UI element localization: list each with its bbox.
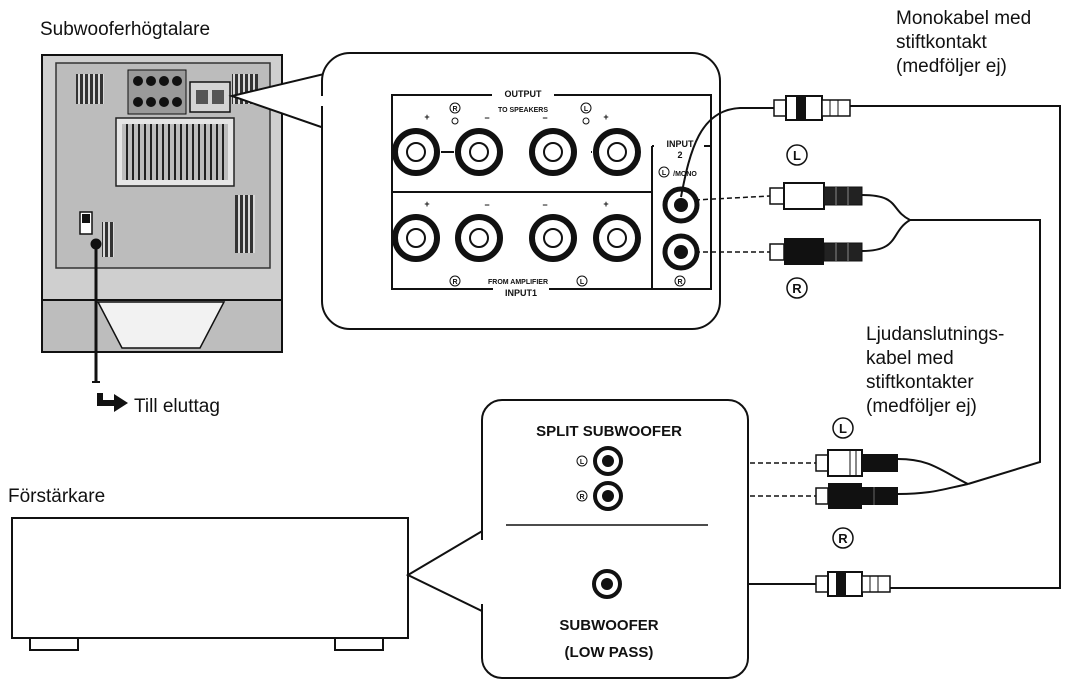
output-terminal-row: [392, 128, 641, 176]
left-channel-mark-icon: [580, 102, 592, 114]
amplifier-jack-panel: SPLIT SUBWOOFER L R SUBWOOFER (LOW PASS): [480, 399, 749, 679]
audio-cable-label-line3: stiftkontakter: [866, 372, 974, 393]
plus-sign: +: [424, 112, 429, 122]
cable-right-mark: R: [792, 281, 802, 296]
zoom-callout: [405, 528, 485, 614]
plus-sign: +: [424, 199, 429, 209]
minus-sign: −: [542, 113, 547, 123]
cable-left-mark: L: [839, 421, 847, 436]
minus-sign: −: [484, 200, 489, 210]
vent-grille: [102, 222, 114, 257]
input1-terminal-row: [392, 214, 641, 262]
left-channel-mark: L: [580, 459, 585, 466]
right-channel-mark: R: [452, 106, 457, 113]
left-channel-mark: L: [580, 279, 585, 286]
amplifier-title: Förstärkare: [8, 486, 105, 507]
amplifier-unit: [11, 517, 485, 651]
audio-cable-label-line4: (medföljer ej): [866, 396, 977, 417]
minus-sign: −: [484, 113, 489, 123]
cable-left-mark-icon: [832, 417, 854, 439]
left-channel-mark-icon: [576, 455, 588, 467]
subwoofer-label: SUBWOOFER: [559, 617, 658, 634]
rca-plug-black-split: [815, 483, 898, 509]
zoomed-terminal-panel: OUTPUT TO SPEAKERS + − − + R L + − − + R…: [320, 52, 721, 330]
audio-cable-upper: [861, 194, 1041, 485]
mono-plug-bottom: [815, 571, 891, 597]
left-channel-mark-icon: [576, 275, 588, 287]
mono-plug-top: [773, 95, 851, 121]
amplifier-foot: [334, 637, 384, 651]
cable-right-mark-icon: [832, 527, 854, 549]
left-channel-mark: L: [662, 170, 667, 177]
mono-cable-label-line3: (medföljer ej): [896, 56, 1007, 77]
outlet-label: Till eluttag: [134, 396, 220, 417]
subwoofer-unit: [41, 54, 325, 412]
split-subwoofer-label: SPLIT SUBWOOFER: [536, 423, 682, 440]
rca-plug-white-input2: [769, 182, 863, 210]
right-channel-mark: R: [452, 279, 457, 286]
from-amplifier-label: FROM AMPLIFIER: [488, 279, 548, 286]
terminal-cluster: [133, 76, 182, 107]
right-channel-mark-icon: [674, 275, 686, 287]
to-speakers-label: TO SPEAKERS: [498, 107, 548, 114]
cable-left-mark: L: [793, 148, 801, 163]
cable-left-mark-icon: [786, 144, 808, 166]
input2-label: INPUT: [667, 139, 695, 149]
minus-sign: −: [542, 200, 547, 210]
mono-cable-label-line2: stiftkontakt: [896, 32, 988, 53]
mono-cable-label-line1: Monokabel med: [896, 8, 1031, 29]
vent-grille: [76, 74, 104, 104]
audio-cable-label-line1: Ljudanslutnings-: [866, 324, 1004, 345]
mono-cable-to-subwoofer: [680, 107, 775, 198]
right-channel-mark: R: [579, 494, 584, 501]
subwoofer-title: Subwooferhögtalare: [40, 19, 210, 40]
input1-label: INPUT1: [505, 288, 537, 298]
plus-sign: +: [603, 112, 608, 122]
input2-number: 2: [677, 150, 682, 160]
left-channel-mark: L: [584, 106, 589, 113]
plus-sign: +: [603, 199, 608, 209]
input2-left-dashed-link: [694, 195, 771, 201]
output-label: OUTPUT: [505, 89, 543, 99]
cable-right-mark: R: [838, 531, 848, 546]
right-channel-mark-icon: [576, 490, 588, 502]
vent-grille: [235, 195, 255, 253]
rca-plug-black-input2: [769, 238, 863, 265]
right-channel-mark: R: [677, 279, 682, 286]
audio-cable-lower: [897, 458, 969, 495]
heat-sink: [122, 124, 228, 180]
mono-cable-loop: [850, 105, 1061, 589]
amplifier-foot: [29, 637, 79, 651]
low-pass-label: (LOW PASS): [565, 644, 654, 661]
right-channel-mark-icon: [449, 102, 461, 114]
left-channel-mark-icon: [658, 166, 670, 178]
right-channel-mark-icon: [449, 275, 461, 287]
outlet-arrow-icon: [97, 393, 128, 412]
audio-cable-label-line2: kabel med: [866, 348, 954, 369]
rca-plug-white-split: [815, 449, 898, 477]
cable-right-mark-icon: [786, 277, 808, 299]
